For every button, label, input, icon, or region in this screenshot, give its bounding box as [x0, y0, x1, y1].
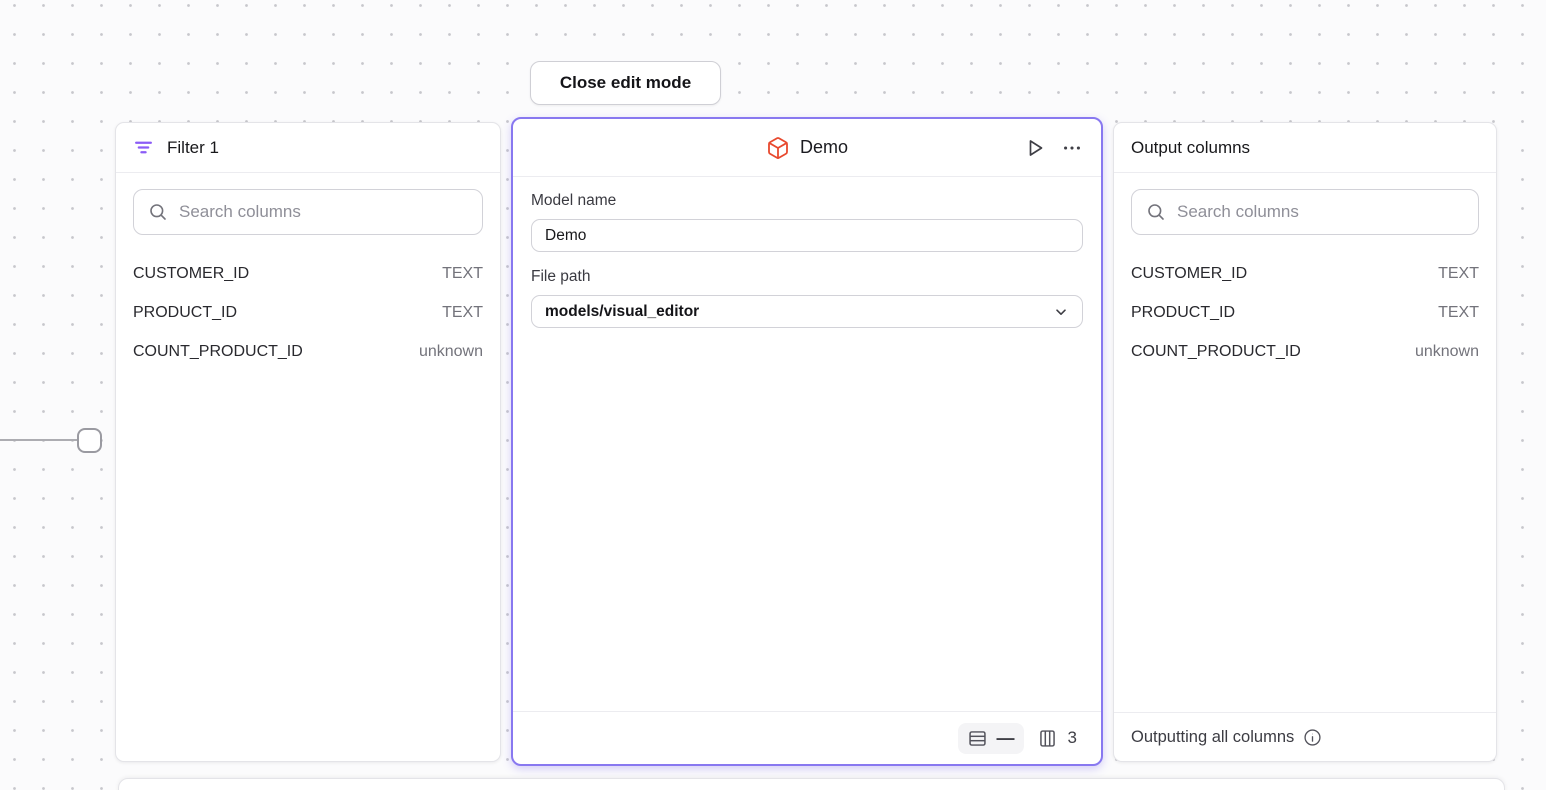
close-edit-mode-button[interactable]: Close edit mode: [530, 61, 721, 105]
filter-search-box[interactable]: [133, 189, 483, 235]
file-path-label: File path: [531, 268, 591, 285]
column-count-indicator[interactable]: 3: [1037, 728, 1077, 749]
filter-lines-icon: [133, 137, 154, 158]
info-circle-icon[interactable]: [1303, 728, 1322, 747]
column-row[interactable]: CUSTOMER_ID TEXT: [133, 254, 483, 293]
model-name-input[interactable]: [531, 219, 1083, 252]
file-path-select[interactable]: models/visual_editor: [531, 295, 1083, 328]
table-rows-icon: [967, 728, 988, 749]
column-type: TEXT: [1438, 303, 1479, 321]
column-name: CUSTOMER_ID: [1131, 264, 1248, 282]
model-node-footer: — 3: [513, 711, 1101, 764]
column-row[interactable]: CUSTOMER_ID TEXT: [1131, 254, 1479, 293]
row-count-value: —: [996, 728, 1015, 748]
column-type: TEXT: [1438, 264, 1479, 282]
column-type: unknown: [1414, 342, 1479, 360]
edge-connector-line: [0, 439, 78, 441]
output-panel-header: Output columns: [1114, 123, 1496, 173]
output-panel-footer: Outputting all columns: [1114, 712, 1496, 761]
connection-handle[interactable]: [77, 428, 102, 453]
search-icon: [148, 202, 168, 222]
output-footer-text: Outputting all columns: [1131, 727, 1295, 746]
column-row[interactable]: COUNT_PRODUCT_ID unknown: [1131, 332, 1479, 371]
model-name-label: Model name: [531, 192, 617, 209]
column-type: unknown: [418, 342, 483, 360]
model-node-title: Demo: [799, 137, 849, 157]
play-icon: [1023, 136, 1047, 160]
model-node-panel[interactable]: Demo: [511, 117, 1103, 766]
column-name: CUSTOMER_ID: [133, 264, 250, 282]
filter-columns-list: CUSTOMER_ID TEXT PRODUCT_ID TEXT COUNT_P…: [133, 254, 483, 371]
file-path-value: models/visual_editor: [545, 302, 700, 320]
search-icon: [1146, 202, 1166, 222]
cube-icon: [766, 136, 790, 160]
output-columns-list: CUSTOMER_ID TEXT PRODUCT_ID TEXT COUNT_P…: [1131, 254, 1479, 371]
output-columns-panel[interactable]: Output columns CUSTOMER_ID TEXT PRODU: [1113, 122, 1497, 762]
row-count-indicator[interactable]: —: [957, 722, 1024, 754]
filter-node-title: Filter 1: [167, 137, 219, 157]
run-model-button[interactable]: [1019, 132, 1051, 164]
preview-panel-edge[interactable]: [118, 778, 1505, 790]
column-count-value: 3: [1067, 728, 1077, 747]
node-menu-button[interactable]: [1057, 133, 1087, 163]
column-row[interactable]: COUNT_PRODUCT_ID unknown: [133, 332, 483, 371]
column-type: TEXT: [442, 303, 483, 321]
filter-node-header[interactable]: Filter 1: [116, 123, 500, 173]
column-name: PRODUCT_ID: [133, 303, 238, 321]
column-name: COUNT_PRODUCT_ID: [1131, 342, 1301, 360]
output-search-box[interactable]: [1131, 189, 1479, 235]
filter-node-panel[interactable]: Filter 1 CUSTOMER_ID TEXT PRODUCT_ID: [115, 122, 501, 762]
column-name: COUNT_PRODUCT_ID: [133, 342, 303, 360]
filter-search-input[interactable]: [179, 202, 468, 222]
ellipsis-icon: [1061, 137, 1083, 159]
output-panel-title: Output columns: [1131, 137, 1251, 157]
output-search-input[interactable]: [1177, 202, 1464, 222]
model-node-header[interactable]: Demo: [513, 119, 1101, 177]
column-row[interactable]: PRODUCT_ID TEXT: [133, 293, 483, 332]
column-row[interactable]: PRODUCT_ID TEXT: [1131, 293, 1479, 332]
column-name: PRODUCT_ID: [1131, 303, 1236, 321]
column-type: TEXT: [442, 264, 483, 282]
chevron-down-icon: [1053, 304, 1069, 320]
table-columns-icon: [1037, 728, 1058, 749]
